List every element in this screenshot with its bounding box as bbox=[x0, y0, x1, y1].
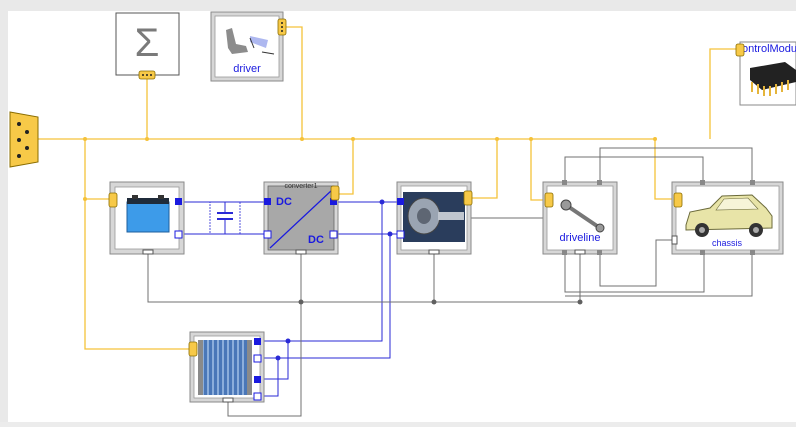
chassis-label: chassis bbox=[712, 238, 743, 248]
motor-connector-icon[interactable] bbox=[464, 191, 472, 205]
driveline-flange-top-left[interactable] bbox=[562, 180, 567, 185]
motor-heat-pin[interactable] bbox=[429, 250, 439, 254]
bus-connector-external[interactable] bbox=[10, 112, 38, 167]
junction-dot bbox=[578, 300, 583, 305]
junction-dot bbox=[83, 197, 87, 201]
chassis-flange-bottom-right[interactable] bbox=[750, 250, 755, 255]
converter-bottom-label: DC bbox=[308, 234, 324, 246]
junction-dot bbox=[83, 137, 87, 141]
chassis-flange-top-right[interactable] bbox=[750, 180, 755, 185]
chassis-flange-bottom-left[interactable] bbox=[700, 250, 705, 255]
cooler-pin-3[interactable] bbox=[254, 376, 261, 383]
junction-dot bbox=[286, 339, 291, 344]
converter-top-label: DC bbox=[276, 196, 292, 208]
chassis-connector-icon[interactable] bbox=[674, 193, 682, 207]
converter-in-positive-pin[interactable] bbox=[264, 198, 271, 205]
sum-connector-icon[interactable] bbox=[139, 71, 155, 79]
chassis-flange-top-left[interactable] bbox=[700, 180, 705, 185]
motor-icon bbox=[403, 192, 465, 242]
driveline-block[interactable]: driveline bbox=[543, 180, 617, 255]
driveline-chassis-top-1[interactable] bbox=[565, 157, 703, 180]
diagram-canvas: Σ driver bbox=[8, 11, 796, 422]
converter-connector-icon[interactable] bbox=[331, 186, 339, 200]
junction-dot bbox=[300, 137, 304, 141]
chassis-block[interactable]: chassis bbox=[672, 180, 783, 255]
driveline-flange-bottom-right[interactable] bbox=[597, 250, 602, 255]
cooler-block[interactable] bbox=[189, 332, 264, 402]
junction-dot bbox=[495, 137, 499, 141]
controller-label: ontrolModu bbox=[742, 43, 796, 55]
battery-block[interactable] bbox=[109, 182, 184, 254]
controller-block[interactable]: ontrolModu bbox=[736, 42, 796, 105]
junction-dot bbox=[388, 232, 393, 237]
junction-dot bbox=[299, 300, 304, 305]
diagram-svg: Σ driver bbox=[8, 11, 796, 422]
battery-icon bbox=[127, 195, 169, 232]
controller-connector-icon[interactable] bbox=[736, 44, 744, 56]
ground-rail[interactable] bbox=[148, 253, 580, 302]
cooler-connector-icon[interactable] bbox=[189, 342, 197, 356]
junction-dot bbox=[145, 137, 149, 141]
capacitor-element[interactable] bbox=[210, 202, 240, 234]
driveline-connector-icon[interactable] bbox=[545, 193, 553, 207]
radiator-icon bbox=[198, 340, 252, 395]
junction-dot bbox=[380, 200, 385, 205]
converter-name: converter1 bbox=[284, 183, 317, 190]
junction-dot bbox=[351, 137, 355, 141]
driver-connector-icon[interactable] bbox=[278, 19, 286, 35]
chassis-side-pin[interactable] bbox=[672, 236, 677, 244]
junction-dot bbox=[432, 300, 437, 305]
sum-block[interactable]: Σ bbox=[116, 13, 179, 79]
converter-out-negative-pin[interactable] bbox=[330, 231, 337, 238]
junction-dot bbox=[276, 356, 281, 361]
battery-heat-pin[interactable] bbox=[143, 250, 153, 254]
sum-symbol: Σ bbox=[135, 21, 160, 65]
junction-dot bbox=[529, 137, 533, 141]
motor-negative-pin[interactable] bbox=[397, 231, 404, 238]
cooler-pin-4[interactable] bbox=[254, 393, 261, 400]
driver-bus-wire[interactable] bbox=[285, 27, 302, 139]
cooler-heat-pin[interactable] bbox=[223, 398, 233, 402]
motor-positive-pin[interactable] bbox=[397, 198, 404, 205]
converter-in-negative-pin[interactable] bbox=[264, 231, 271, 238]
battery-positive-pin[interactable] bbox=[175, 198, 182, 205]
battery-negative-pin[interactable] bbox=[175, 231, 182, 238]
battery-connector-icon[interactable] bbox=[109, 193, 117, 207]
cooler-pin-1[interactable] bbox=[254, 338, 261, 345]
driveline-flange-bottom-left[interactable] bbox=[562, 250, 567, 255]
controller-bus-wire[interactable] bbox=[710, 49, 739, 139]
driveline-chassis-bottom-3[interactable] bbox=[565, 255, 752, 296]
driveline-chassis-top-2[interactable] bbox=[600, 148, 752, 180]
driveline-ground-pin[interactable] bbox=[575, 250, 585, 254]
driver-label: driver bbox=[233, 63, 261, 75]
driveline-label: driveline bbox=[560, 232, 601, 244]
driver-block[interactable]: driver bbox=[211, 12, 286, 81]
converter-block[interactable]: converter1 DC DC bbox=[264, 182, 339, 254]
battery-bus-wire[interactable] bbox=[85, 139, 113, 199]
converter-heat-pin[interactable] bbox=[296, 250, 306, 254]
junction-dot bbox=[653, 137, 657, 141]
cooler-pin-2[interactable] bbox=[254, 355, 261, 362]
motor-block[interactable] bbox=[397, 182, 472, 254]
driveline-flange-top-right[interactable] bbox=[597, 180, 602, 185]
motor-bus-wire[interactable] bbox=[470, 139, 497, 198]
